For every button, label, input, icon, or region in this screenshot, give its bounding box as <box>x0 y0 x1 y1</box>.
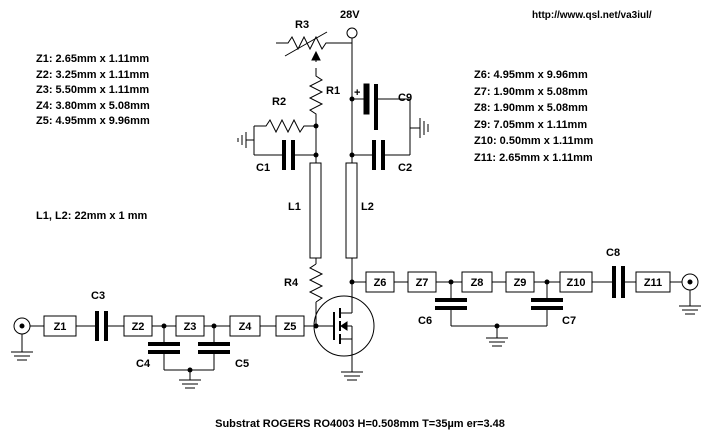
c8-label: C8 <box>606 247 620 259</box>
r1-label: R1 <box>326 85 340 97</box>
ground-symbol-output-caps <box>486 326 508 347</box>
note-z9: Z9: 7.05mm x 1.11mm <box>474 118 588 131</box>
c9-capacitor <box>352 83 410 130</box>
c2-label: C2 <box>398 162 412 174</box>
z9-label: Z9 <box>514 277 527 289</box>
c4-label: C4 <box>136 358 151 370</box>
note-z6: Z6: 4.95mm x 9.96mm <box>474 69 588 81</box>
c7-capacitor <box>531 282 563 326</box>
r4-label: R4 <box>284 277 299 289</box>
inductor-note-text: L1, L2: 22mm x 1 mm <box>36 210 148 222</box>
r4-resistor <box>308 263 324 303</box>
z3-label: Z3 <box>184 321 197 333</box>
l1-inductor <box>309 162 322 259</box>
r1-resistor <box>308 68 324 126</box>
l2-inductor <box>345 162 358 259</box>
z8-label: Z8 <box>471 277 484 289</box>
c7-label: C7 <box>562 315 576 327</box>
note-z1: Z1: 2.65mm x 1.11mm <box>36 53 150 65</box>
l2-label: L2 <box>361 201 374 213</box>
source-url: http://www.qsl.net/va3iul/ <box>532 10 652 21</box>
c3-capacitor <box>95 311 108 341</box>
c1-capacitor <box>282 140 295 170</box>
ground-symbol-source <box>341 364 363 381</box>
output-connector <box>679 273 701 315</box>
note-z3: Z3: 5.50mm x 1.11mm <box>36 84 150 96</box>
r3-potentiometer <box>276 35 345 51</box>
z11-label: Z11 <box>644 277 662 289</box>
note-z4: Z4: 3.80mm x 5.08mm <box>36 99 150 112</box>
c9-plus: + <box>354 87 360 99</box>
r3-label: R3 <box>295 19 309 31</box>
note-z10: Z10: 0.50mm x 1.11mm <box>474 135 594 147</box>
note-z8: Z8: 1.90mm x 5.08mm <box>474 102 588 114</box>
note-z7: Z7: 1.90mm x 5.08mm <box>474 85 588 98</box>
junction-dots <box>161 96 550 373</box>
input-connector <box>11 317 33 361</box>
inductor-note: L1, L2: 22mm x 1 mm <box>36 209 147 225</box>
r2-resistor <box>254 118 316 134</box>
r2-label: R2 <box>272 96 286 108</box>
ground-symbol-c1 <box>237 126 255 155</box>
notes-right: Z6: 4.95mm x 9.96mm Z7: 1.90mm x 5.08mm … <box>474 67 593 166</box>
c3-label: C3 <box>91 290 105 302</box>
c6-label: C6 <box>418 315 432 327</box>
transistor <box>313 282 375 364</box>
z4-label: Z4 <box>239 321 253 333</box>
z6-label: Z6 <box>374 277 387 289</box>
c5-capacitor <box>198 326 230 370</box>
ground-symbol-c9 <box>409 99 429 138</box>
c1-label: C1 <box>256 162 270 174</box>
c5-label: C5 <box>235 358 249 370</box>
ground-symbol-input <box>179 370 201 389</box>
notes-left: Z1: 2.65mm x 1.11mm Z2: 3.25mm x 1.11mm … <box>36 52 150 130</box>
z2-label: Z2 <box>132 321 145 333</box>
note-z11: Z11: 2.65mm x 1.11mm <box>474 151 593 164</box>
z7-label: Z7 <box>416 277 429 289</box>
substrate-footer: Substrat ROGERS RO4003 H=0.508mm T=35µm … <box>215 418 505 430</box>
z1-label: Z1 <box>54 321 67 333</box>
c8-capacitor <box>612 266 625 298</box>
c4-capacitor <box>148 326 180 370</box>
z10-label: Z10 <box>567 277 586 289</box>
c9-label: C9 <box>398 92 412 104</box>
supply-terminal <box>346 27 358 39</box>
c2-capacitor <box>372 140 385 170</box>
note-z2: Z2: 3.25mm x 1.11mm <box>36 68 150 81</box>
note-z5: Z5: 4.95mm x 9.96mm <box>36 115 150 127</box>
c6-capacitor <box>435 282 467 326</box>
l1-label: L1 <box>288 201 301 213</box>
supply-label: 28V <box>340 9 360 21</box>
z5-label: Z5 <box>284 321 297 333</box>
